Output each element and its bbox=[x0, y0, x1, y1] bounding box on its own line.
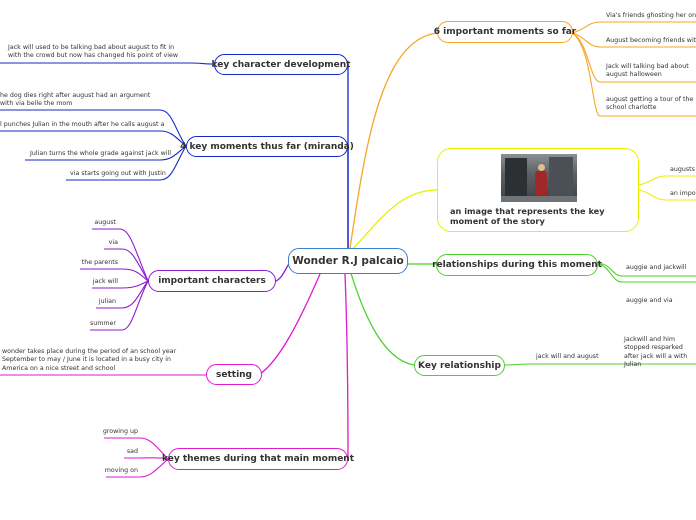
moment-leaf-2: August becoming friends with jac bbox=[606, 37, 696, 44]
connector-relationship-2 bbox=[597, 263, 696, 283]
connector-key-moment-3 bbox=[25, 145, 187, 161]
connector-theme-growing-up bbox=[104, 437, 169, 460]
connector-image-moment bbox=[349, 189, 438, 253]
node-key-moments[interactable]: 4 key moments thus far (miranda) bbox=[180, 136, 354, 157]
key-moment-leaf-2: l punches Julian in the mouth after he c… bbox=[0, 121, 165, 128]
key-moment-leaf-1: he dog dies right after august had an ar… bbox=[0, 92, 151, 108]
node-character-development-label: key character development bbox=[211, 59, 351, 70]
connector-key-moment-1 bbox=[0, 109, 187, 147]
theme-moving-on: moving on bbox=[104, 467, 138, 474]
connector-development-leaf bbox=[0, 62, 215, 65]
photo-person-body bbox=[535, 171, 547, 195]
connector-key-moment-2 bbox=[0, 130, 187, 147]
relationship-leaf-2: auggie and via bbox=[626, 297, 673, 304]
connector-character-summer bbox=[90, 280, 149, 331]
connector-key-moment-4 bbox=[66, 145, 187, 181]
photo-wall bbox=[549, 157, 573, 199]
connector-character-parents bbox=[80, 268, 149, 282]
connector-setting bbox=[259, 273, 321, 375]
moment-leaf-1: Via's friends ghosting her on the bbox=[606, 12, 696, 19]
relationship-leaf-1: auggie and jackwill bbox=[626, 264, 687, 271]
connector-character-august bbox=[92, 228, 149, 282]
connector-themes bbox=[344, 273, 349, 459]
image-leaf-2: an import bbox=[670, 190, 696, 197]
node-setting-label: setting bbox=[216, 369, 252, 380]
story-moment-photo bbox=[501, 154, 577, 202]
theme-growing-up: growing up bbox=[102, 428, 138, 435]
key-relationship-sub: jack will and august bbox=[536, 353, 599, 360]
photo-ground bbox=[501, 196, 577, 202]
node-key-relationship[interactable]: Key relationship bbox=[414, 355, 505, 376]
setting-leaf: wonder takes place during the period of … bbox=[2, 348, 177, 372]
connector-relationship-1 bbox=[597, 263, 696, 277]
connector-key-relationship-sub bbox=[504, 363, 598, 366]
character-julian: julian bbox=[98, 298, 116, 305]
node-key-moments-label: 4 key moments thus far (miranda) bbox=[180, 141, 354, 152]
photo-person-head bbox=[538, 164, 545, 171]
character-summer: summer bbox=[89, 320, 116, 327]
connector-moment-2 bbox=[571, 32, 696, 48]
character-parents: the parents bbox=[81, 259, 118, 266]
moment-leaf-4: august getting a tour of the school char… bbox=[606, 96, 694, 112]
connector-character-jackwill bbox=[92, 280, 149, 289]
node-important-moments[interactable]: 6 important moments so far bbox=[433, 21, 577, 43]
connector-key-relationship bbox=[349, 269, 415, 366]
moment-leaf-3: Jack will talking bad about august hallo… bbox=[606, 63, 689, 79]
key-relationship-leaf: Jackwill and him stopped resparked after… bbox=[624, 336, 688, 369]
node-key-themes-label: key themes during that main moment bbox=[161, 454, 355, 464]
photo-door bbox=[505, 158, 527, 198]
node-important-characters-label: important characters bbox=[158, 276, 266, 286]
image-leaf-1: augusts f bbox=[670, 166, 696, 173]
connector-important-moments bbox=[349, 32, 438, 249]
key-moment-leaf-3: Julian turns the whole grade against jac… bbox=[30, 150, 172, 157]
theme-sad: sad bbox=[126, 448, 138, 455]
connector-theme-moving-on bbox=[106, 458, 169, 478]
node-relationships-label: relationships during this moment bbox=[432, 260, 602, 270]
central-topic-label: Wonder R.J palcaio bbox=[292, 255, 404, 267]
node-image-moment[interactable]: an image that represents the key moment … bbox=[437, 148, 639, 232]
connector-image-leaf-2 bbox=[638, 189, 696, 201]
development-leaf: Jack will used to be talking bad about a… bbox=[8, 44, 179, 60]
node-setting[interactable]: setting bbox=[206, 364, 262, 385]
node-important-characters[interactable]: important characters bbox=[148, 270, 276, 292]
central-topic[interactable]: Wonder R.J palcaio bbox=[288, 248, 408, 274]
connector-theme-sad bbox=[124, 457, 169, 460]
connector-character-julian bbox=[96, 280, 149, 309]
connector-moment-4 bbox=[571, 32, 696, 117]
connector-image-leaf-1 bbox=[638, 175, 696, 186]
node-character-development[interactable]: key character development bbox=[211, 54, 351, 75]
connector-character-via bbox=[104, 248, 149, 282]
character-jackwill: jack will bbox=[92, 278, 118, 285]
character-august: august bbox=[94, 219, 116, 226]
connector-moment-1 bbox=[571, 21, 696, 34]
connector-moment-3 bbox=[571, 32, 696, 83]
node-key-relationship-label: Key relationship bbox=[418, 360, 501, 371]
character-via: via bbox=[108, 239, 118, 246]
key-moment-leaf-4: via starts going out with Justin bbox=[70, 170, 166, 177]
node-relationships[interactable]: relationships during this moment bbox=[432, 254, 602, 276]
node-image-moment-label: an image that represents the key moment … bbox=[450, 206, 605, 226]
node-key-themes[interactable]: key themes during that main moment bbox=[162, 448, 354, 470]
node-important-moments-label: 6 important moments so far bbox=[433, 27, 577, 37]
